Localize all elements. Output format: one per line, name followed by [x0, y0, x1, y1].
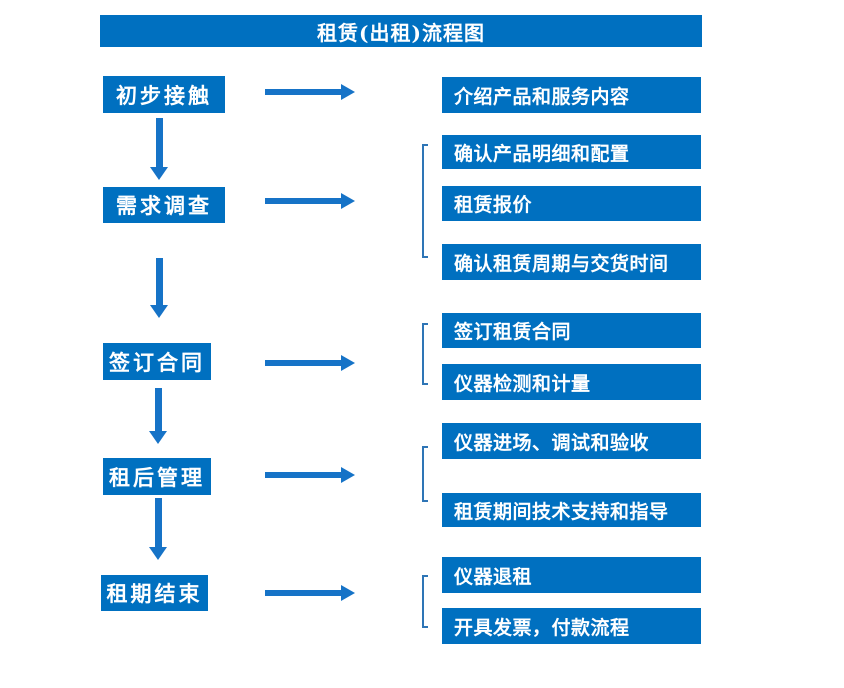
right-arrow-row-1 [265, 84, 355, 100]
stage-box-initial-contact: 初步接触 [103, 76, 225, 113]
detail-box-rental-quotation: 租赁报价 [442, 186, 701, 221]
right-arrow-row-4 [265, 467, 355, 483]
right-arrow-row-4-head [341, 467, 355, 483]
detail-box-instrument-inspection: 仪器检测和计量 [442, 364, 701, 400]
right-arrow-row-3-shaft [265, 360, 341, 366]
right-arrow-row-2 [265, 193, 355, 209]
detail-box-confirm-product-config: 确认产品明细和配置 [442, 135, 701, 169]
right-arrow-row-2-shaft [265, 198, 341, 204]
right-arrow-row-1-shaft [265, 89, 341, 95]
flowchart-title: 租赁(出租)流程图 [100, 15, 702, 47]
detail-box-instrument-return: 仪器退租 [442, 557, 701, 593]
down-arrow-3-shaft [154, 388, 162, 431]
stage-box-post-rental-management: 租后管理 [103, 458, 211, 495]
down-arrow-2-shaft [155, 258, 163, 305]
down-arrow-3 [149, 388, 167, 444]
right-arrow-row-3 [265, 355, 355, 371]
detail-box-introduce-products: 介绍产品和服务内容 [442, 77, 701, 113]
group-bracket-lease-end [422, 575, 428, 628]
down-arrow-2 [150, 258, 168, 318]
detail-box-invoice-payment: 开具发票，付款流程 [442, 608, 701, 644]
down-arrow-1-head [150, 167, 168, 180]
down-arrow-1-shaft [155, 118, 163, 167]
right-arrow-row-5-shaft [265, 590, 341, 596]
group-bracket-post-rental [422, 446, 428, 502]
down-arrow-1 [150, 118, 168, 180]
down-arrow-4-head [149, 547, 167, 560]
down-arrow-4-shaft [154, 498, 162, 547]
right-arrow-row-2-head [341, 193, 355, 209]
group-bracket-sign-contract [422, 323, 428, 385]
right-arrow-row-4-shaft [265, 472, 341, 478]
right-arrow-row-1-head [341, 84, 355, 100]
detail-box-instrument-setup-acceptance: 仪器进场、调试和验收 [442, 423, 701, 459]
detail-box-confirm-period-delivery: 确认租赁周期与交货时间 [442, 244, 701, 280]
down-arrow-4 [149, 498, 167, 560]
right-arrow-row-3-head [341, 355, 355, 371]
right-arrow-row-5 [265, 585, 355, 601]
group-bracket-demand-survey [422, 144, 428, 258]
right-arrow-row-5-head [341, 585, 355, 601]
stage-box-lease-end: 租期结束 [101, 575, 208, 611]
down-arrow-3-head [149, 431, 167, 444]
detail-box-sign-rental-contract: 签订租赁合同 [442, 313, 701, 348]
stage-box-sign-contract: 签订合同 [103, 343, 211, 380]
down-arrow-2-head [150, 305, 168, 318]
detail-box-technical-support: 租赁期间技术支持和指导 [442, 493, 701, 527]
stage-box-demand-survey: 需求调查 [103, 187, 225, 223]
